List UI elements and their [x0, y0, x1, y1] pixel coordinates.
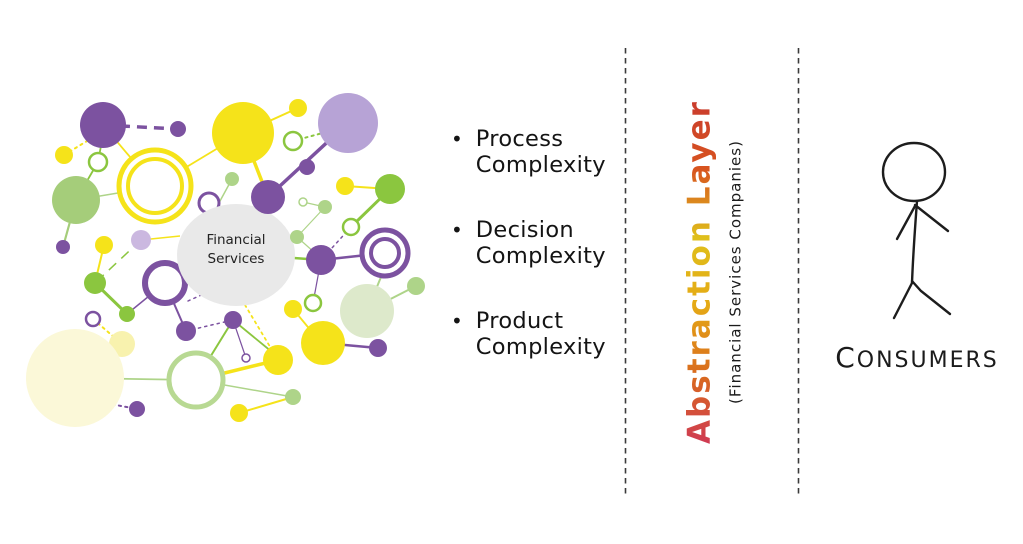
- abstraction-layer-label-group: Abstraction Layer (Financial Services Co…: [682, 100, 745, 444]
- network-nodes: [26, 93, 425, 427]
- abstraction-layer-title: Abstraction Layer: [681, 100, 718, 444]
- stick-figure-head: [881, 141, 947, 203]
- complexity-item-decision: Decision Complexity: [475, 217, 606, 270]
- consumers-label: CONSUMERS: [835, 341, 999, 374]
- list-item: • Process Complexity: [451, 126, 636, 178]
- abstraction-layer-subtitle: (Financial Services Companies): [726, 140, 745, 404]
- stick-figure-left-arm: [895, 204, 917, 241]
- stick-figure-body: [910, 199, 919, 285]
- stick-figure: [881, 141, 952, 320]
- bullet-icon: •: [451, 127, 463, 151]
- list-item: • Decision Complexity: [451, 217, 636, 269]
- stick-figure-left-leg: [892, 281, 914, 320]
- financial-services-label: Financial Services: [206, 232, 266, 267]
- bullet-icon: •: [451, 309, 463, 334]
- complexity-item-product: Product Complexity: [475, 308, 606, 361]
- bullet-icon: •: [451, 218, 463, 243]
- complexity-list: • Process Complexity • Decision Complexi…: [451, 126, 636, 400]
- complexity-item-process: Process Complexity: [475, 126, 606, 179]
- stick-figure-right-arm: [913, 203, 950, 233]
- list-item: • Product Complexity: [451, 308, 636, 360]
- stick-figure-right-leg: [910, 279, 952, 316]
- financial-services-bubble: [177, 204, 295, 306]
